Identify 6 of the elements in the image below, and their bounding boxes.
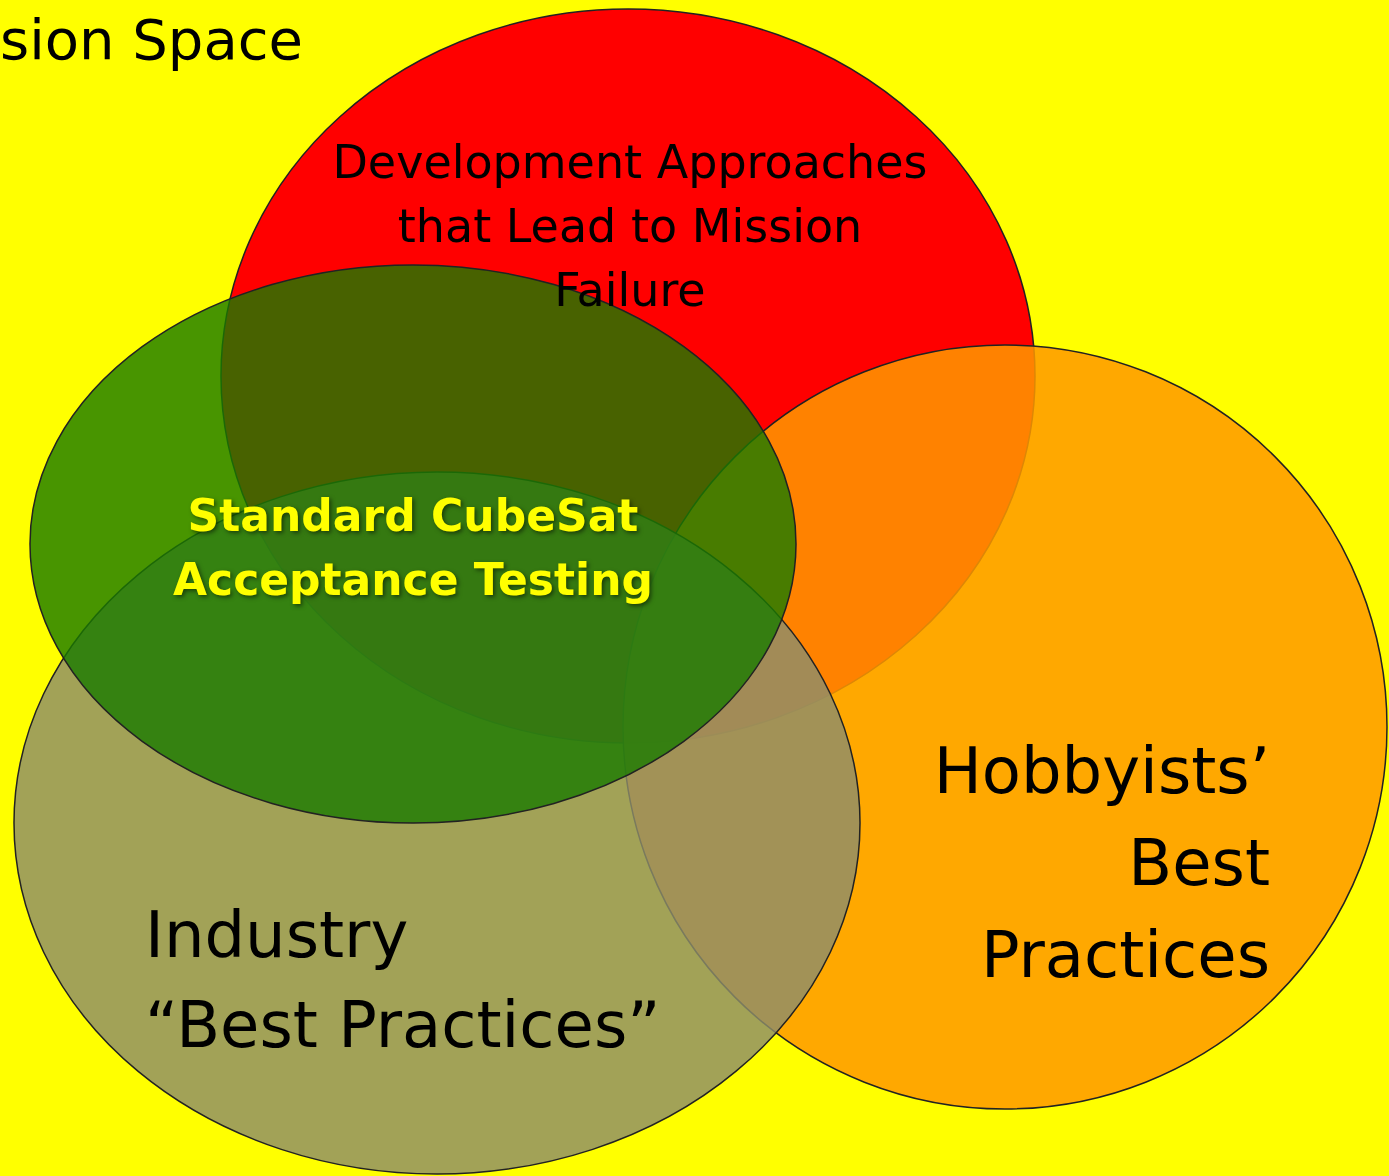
- set-label: Hobbyists’ Best Practices: [932, 733, 1270, 994]
- set-label: Development Approaches that Lead to Mission Failure: [331, 134, 929, 319]
- set-label: “Best Practices”: [145, 987, 662, 1064]
- set-label: Standard CubeSat Acceptance Testing: [172, 489, 654, 607]
- diagram-title: sion Space: [0, 8, 303, 72]
- set-label: Industry: [145, 897, 410, 974]
